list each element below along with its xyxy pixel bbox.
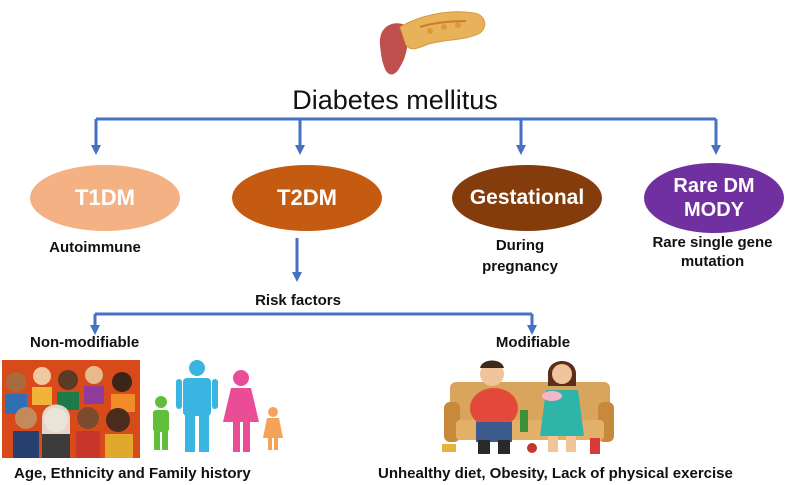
- gestational-desc: During pregnancy: [460, 236, 580, 276]
- diagram-title: Diabetes mellitus: [292, 85, 498, 115]
- type-gestational-label: Gestational: [469, 186, 585, 209]
- type-t2dm-label: T2DM: [277, 185, 337, 210]
- non-modifiable-caption: Age, Ethnicity and Family history: [14, 465, 251, 482]
- type-gestational: Gestational: [452, 165, 602, 231]
- type-rare-dm: Rare DM MODY: [644, 163, 784, 233]
- pancreas-icon: [379, 11, 486, 75]
- type-t1dm-label: T1DM: [75, 185, 135, 210]
- crowd-illustration: [2, 360, 140, 458]
- non-modifiable-label: Non-modifiable: [30, 334, 140, 351]
- t1dm-desc: Autoimmune: [49, 239, 141, 256]
- family-icon: [153, 360, 283, 452]
- type-t1dm: T1DM: [30, 165, 180, 231]
- risk-factors-label: Risk factors: [255, 292, 341, 309]
- rare-desc-1: Rare single gene: [652, 234, 773, 251]
- couch-eating-illustration: [442, 360, 614, 454]
- modifiable-caption: Unhealthy diet, Obesity, Lack of physica…: [378, 465, 733, 482]
- rare-desc-2: mutation: [680, 253, 745, 270]
- type-rare-dm-label-2: MODY: [684, 199, 744, 221]
- type-rare-dm-label-1: Rare DM: [673, 175, 755, 197]
- gestational-desc-1: During: [495, 237, 545, 254]
- gestational-desc-2: pregnancy: [482, 258, 558, 275]
- modifiable-label: Modifiable: [495, 334, 571, 351]
- rare-desc: Rare single gene mutation: [640, 233, 785, 271]
- type-t2dm: T2DM: [232, 165, 382, 231]
